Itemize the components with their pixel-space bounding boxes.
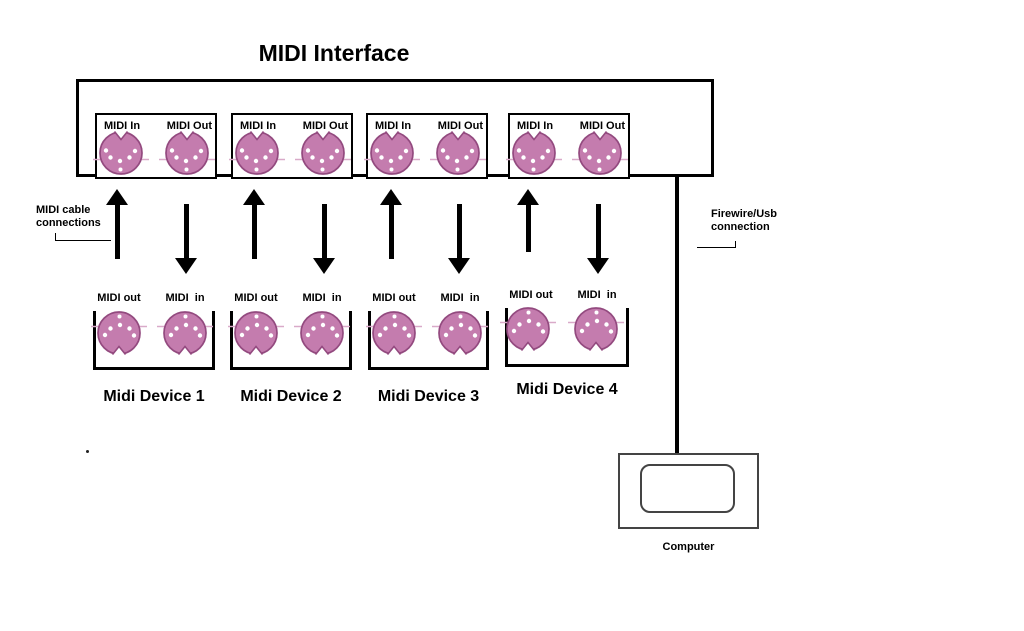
device-midi-out-connector-icon	[91, 311, 147, 357]
firewire-note-line2: connection	[711, 221, 770, 233]
device-name: Midi Device 3	[377, 388, 480, 405]
computer-screen	[640, 464, 735, 513]
device-midi-out-connector-icon	[366, 311, 422, 357]
up-arrow-4	[517, 189, 539, 252]
midi-in-connector-icon	[229, 129, 285, 175]
device-midi-out-label: MIDI out	[97, 292, 141, 304]
midi-in-label: MIDI In	[517, 120, 554, 132]
device-midi-out-connector-icon	[228, 311, 284, 357]
device-box	[230, 311, 352, 370]
up-arrow-1	[106, 189, 128, 259]
firewire-note-leader-line	[697, 247, 736, 248]
device-midi-in-connector-icon	[157, 311, 213, 357]
midi-device-1: MIDI out MIDI in Midi Device 1	[91, 288, 215, 423]
stray-dot	[86, 450, 89, 453]
midi-out-connector-icon	[295, 129, 351, 175]
midi-in-label: MIDI In	[240, 120, 277, 132]
device-midi-in-connector-icon	[568, 307, 624, 353]
cable-note-leader-line	[55, 240, 111, 241]
midi-device-4: MIDI out MIDI in Midi Device 4	[500, 285, 629, 420]
interface-port-box-3: MIDI In MIDI Out	[364, 113, 488, 179]
midi-interface-box: MIDI In MIDI Out MIDI In MIDI Out MIDI I…	[76, 79, 714, 179]
midi-out-label: MIDI Out	[166, 120, 212, 132]
midi-out-connector-icon	[159, 129, 215, 175]
midi-device-3: MIDI out MIDI in Midi Device 3	[366, 288, 489, 423]
device-box	[368, 311, 489, 370]
device-midi-in-label: MIDI in	[577, 289, 617, 301]
device-midi-in-label: MIDI in	[165, 292, 205, 304]
midi-cable-note: MIDI cable connections	[36, 204, 101, 230]
device-name: Midi Device 4	[516, 381, 618, 398]
device-midi-in-connector-icon	[294, 311, 350, 357]
midi-in-label: MIDI In	[104, 120, 141, 132]
device-midi-out-connector-icon	[500, 307, 556, 353]
down-arrow-1	[175, 204, 197, 274]
device-name: Midi Device 2	[240, 388, 342, 405]
midi-out-label: MIDI Out	[437, 120, 483, 132]
device-name: Midi Device 1	[103, 388, 205, 405]
up-arrow-2	[243, 189, 265, 259]
midi-cable-note-line2: connections	[36, 217, 101, 229]
down-arrow-4	[587, 204, 609, 274]
device-box	[505, 308, 629, 367]
device-box	[93, 311, 215, 370]
down-arrow-2	[313, 204, 335, 274]
device-midi-out-label: MIDI out	[372, 292, 416, 304]
interface-port-box-1: MIDI In MIDI Out	[93, 113, 217, 179]
firewire-note: Firewire/Usb connection	[711, 208, 777, 234]
device-midi-in-label: MIDI in	[440, 292, 480, 304]
computer-label: Computer	[662, 541, 715, 553]
device-midi-in-connector-icon	[432, 311, 488, 357]
interface-port-box-4: MIDI In MIDI Out	[506, 113, 630, 179]
cable-note-leader-tick	[55, 233, 56, 241]
device-midi-out-label: MIDI out	[234, 292, 278, 304]
up-arrow-3	[380, 189, 402, 259]
midi-out-label: MIDI Out	[302, 120, 348, 132]
midi-out-label: MIDI Out	[579, 120, 625, 132]
midi-cable-note-line1: MIDI cable	[36, 204, 91, 216]
diagram-title: MIDI Interface	[258, 40, 410, 66]
firewire-note-line1: Firewire/Usb	[711, 208, 778, 220]
midi-out-connector-icon	[430, 129, 486, 175]
midi-in-connector-icon	[93, 129, 149, 175]
firewire-cable-line	[675, 177, 679, 453]
midi-in-label: MIDI In	[375, 120, 412, 132]
midi-in-connector-icon	[506, 129, 562, 175]
device-midi-out-label: MIDI out	[509, 289, 553, 301]
device-midi-in-label: MIDI in	[302, 292, 342, 304]
computer-box	[618, 453, 759, 529]
midi-out-connector-icon	[572, 129, 628, 175]
down-arrow-3	[448, 204, 470, 274]
firewire-note-leader-tick	[735, 241, 736, 248]
midi-device-2: MIDI out MIDI in Midi Device 2	[228, 288, 352, 423]
interface-port-box-2: MIDI In MIDI Out	[229, 113, 353, 179]
midi-in-connector-icon	[364, 129, 420, 175]
